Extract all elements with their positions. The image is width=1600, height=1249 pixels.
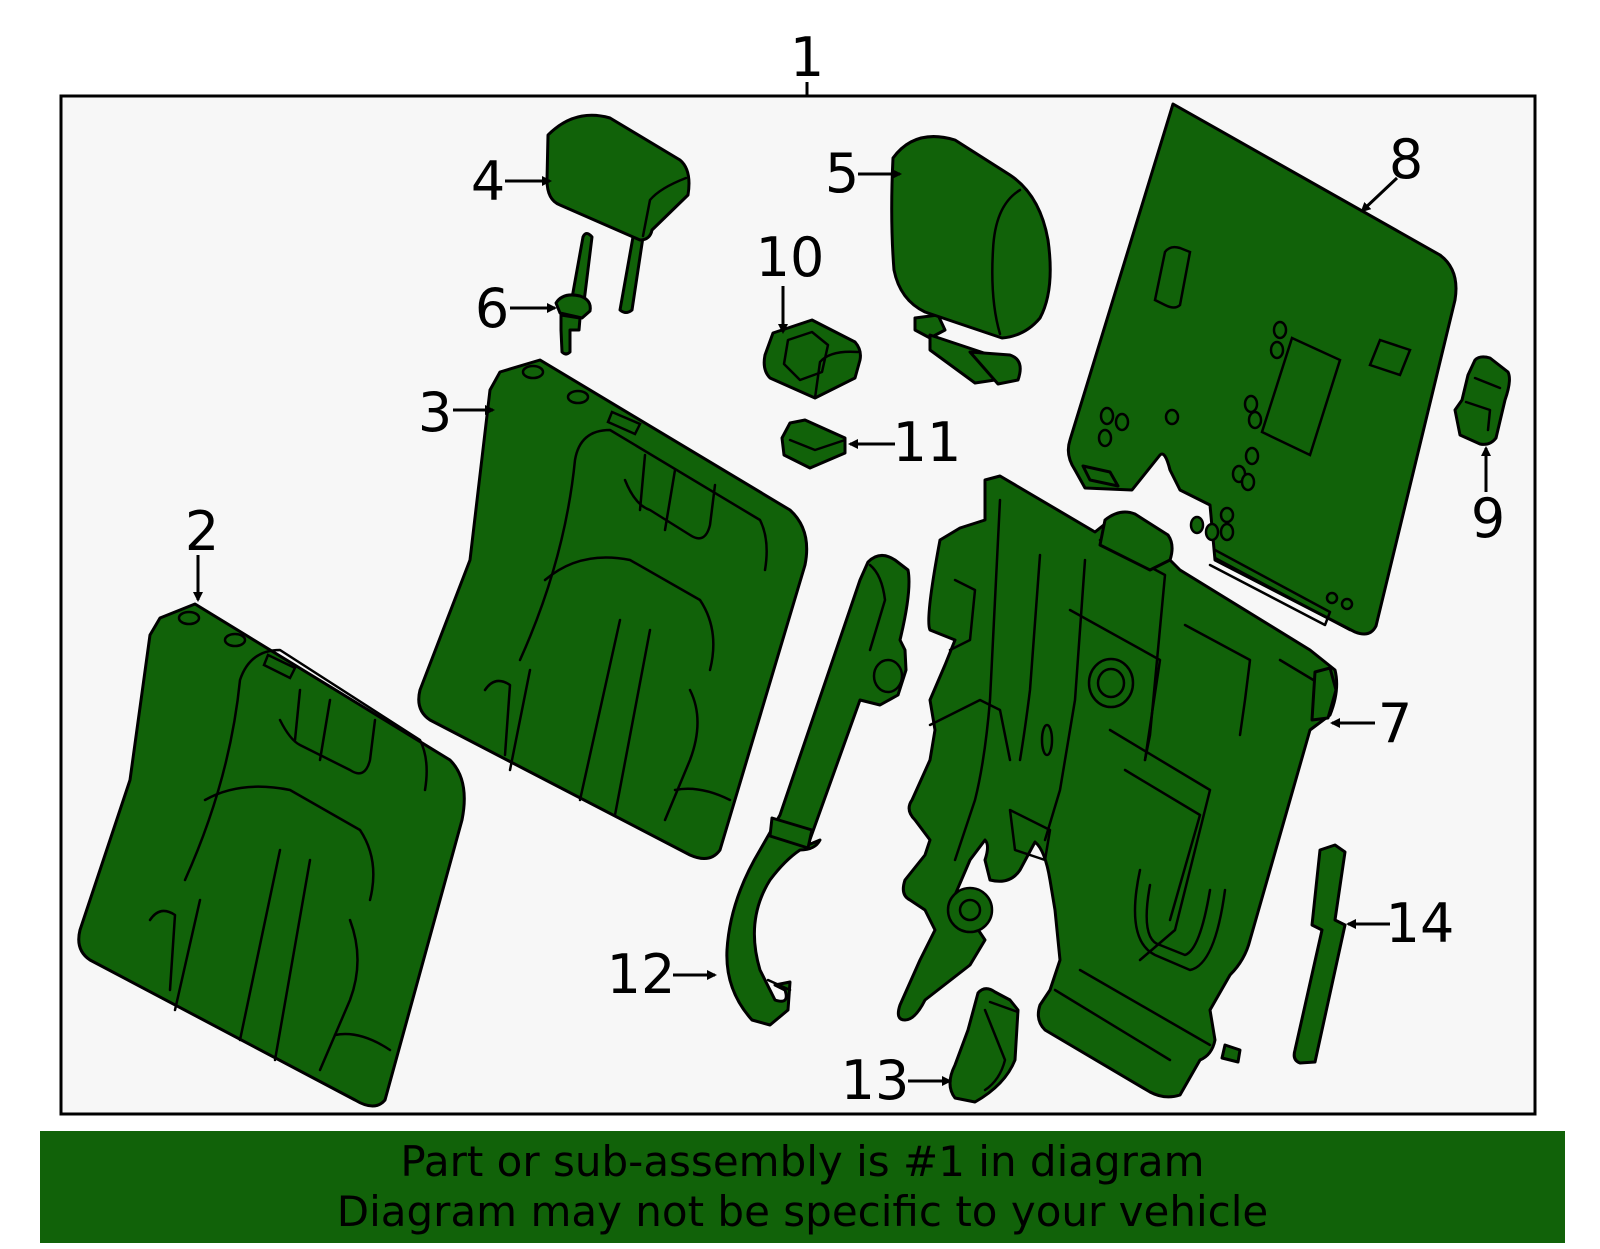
- part-8-back-panel[interactable]: [1066, 102, 1458, 636]
- part-12-seatbelt-guide[interactable]: [725, 554, 911, 1027]
- callout-14: 14: [1386, 892, 1455, 955]
- callout-2: 2: [185, 500, 219, 563]
- part-14-trim-strip[interactable]: [1292, 843, 1347, 1065]
- callout-6: 6: [475, 277, 509, 340]
- callout-3: 3: [418, 381, 452, 444]
- part-5-headrest[interactable]: [890, 135, 1052, 386]
- callout-10: 10: [756, 226, 825, 289]
- part-6-headrest-guide[interactable]: [554, 293, 592, 356]
- leader-8: [1360, 176, 1399, 213]
- footer-banner: Part or sub-assembly is #1 in diagram Di…: [40, 1131, 1565, 1243]
- part-11-clip[interactable]: [780, 418, 847, 470]
- callout-9: 9: [1471, 487, 1505, 550]
- callout-1: 1: [790, 26, 824, 89]
- callout-5: 5: [825, 142, 859, 205]
- callout-7: 7: [1378, 692, 1412, 755]
- part-7-seatback-frame[interactable]: [896, 474, 1339, 1099]
- part-3-center-seatback-cushion[interactable]: [417, 358, 809, 861]
- callout-13: 13: [841, 1049, 910, 1112]
- callout-11: 11: [893, 411, 962, 474]
- footer-line-2: Diagram may not be specific to your vehi…: [336, 1187, 1269, 1236]
- part-13-trim-cover[interactable]: [948, 987, 1020, 1104]
- part-2-left-seatback-cushion[interactable]: [77, 602, 466, 1108]
- callout-12: 12: [607, 943, 676, 1006]
- part-10-latch-cover[interactable]: [762, 318, 862, 400]
- part-4-headrest[interactable]: [545, 113, 691, 314]
- footer-line-1: Part or sub-assembly is #1 in diagram: [400, 1137, 1205, 1186]
- callout-4: 4: [471, 150, 505, 213]
- part-9-latch[interactable]: [1453, 355, 1511, 446]
